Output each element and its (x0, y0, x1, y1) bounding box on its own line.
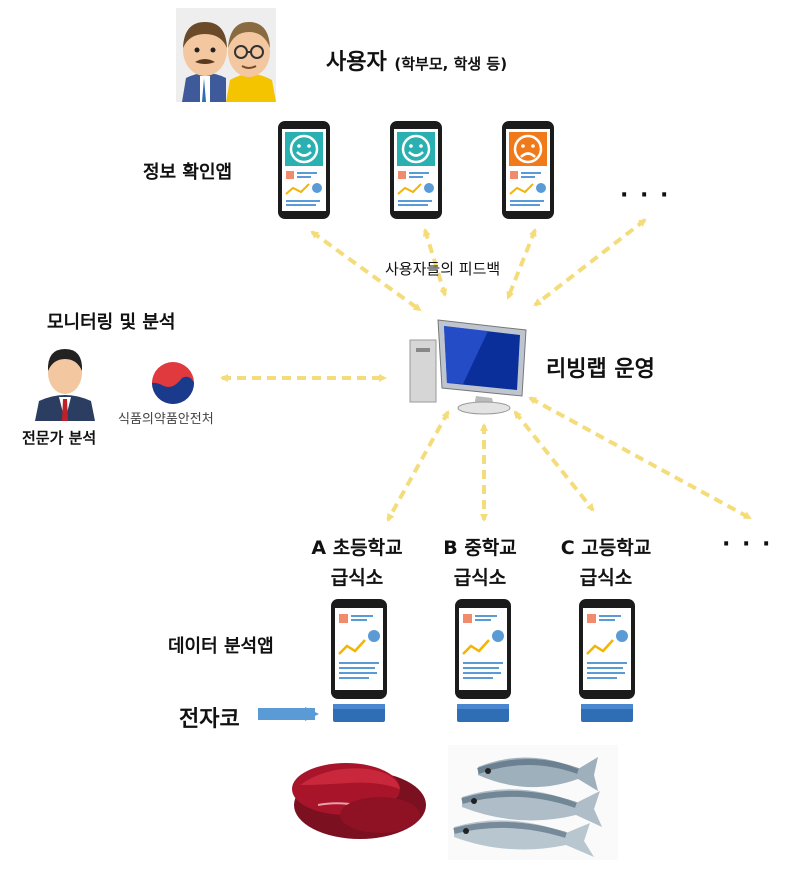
school-a-name: A 초등학교 (311, 537, 403, 559)
school-b-cafeteria: 급식소 (453, 567, 507, 589)
arrow-phone3 (506, 228, 537, 300)
analysis-phone-b (454, 598, 512, 732)
living-lab-label: 리빙랩 운영 (546, 357, 655, 382)
phone-good-2 (389, 120, 443, 224)
analysis-phone-c (578, 598, 636, 732)
agency-label: 식품의약품안전처 (118, 412, 214, 427)
arrow-school-a (386, 410, 450, 522)
data-app-label: 데이터 분석앱 (168, 636, 274, 657)
arrow-school-more (528, 396, 752, 520)
scale-label: 전자코 (179, 707, 240, 732)
phone-good-1 (277, 120, 331, 224)
agency-logo (150, 360, 196, 410)
arrow-phone1 (310, 230, 422, 312)
fish-image (448, 745, 618, 864)
expert-icon (33, 345, 97, 425)
ellipsis-schools: · · · (722, 532, 773, 557)
users-subtitle: (학부모, 학생 등) (394, 55, 508, 73)
school-a-label: A 초등학교 급식소 (287, 533, 427, 593)
school-c-name: C 고등학교 (560, 537, 652, 559)
phone-bad (501, 120, 555, 224)
school-a-cafeteria: 급식소 (330, 567, 384, 589)
arrow-phone2 (422, 228, 448, 297)
school-b-label: B 중학교 급식소 (410, 533, 550, 593)
users-title: 사용자 (학부모, 학생 등) (326, 44, 507, 76)
expert-label: 전문가 분석 (22, 429, 97, 447)
school-c-cafeteria: 급식소 (579, 567, 633, 589)
users-title-text: 사용자 (326, 50, 387, 75)
feedback-label: 사용자들의 피드백 (385, 260, 501, 278)
monitoring-label: 모니터링 및 분석 (47, 312, 176, 333)
school-c-label: C 고등학교 급식소 (536, 533, 676, 593)
users-illustration (176, 8, 276, 102)
meat-image (288, 755, 428, 849)
info-app-label: 정보 확인앱 (143, 162, 233, 183)
arrow-more (533, 218, 647, 307)
arrow-school-c (513, 410, 595, 512)
school-b-name: B 중학교 (443, 537, 517, 559)
analysis-phone-a (330, 598, 388, 732)
ellipsis-top: · · · (620, 183, 671, 208)
computer-icon (408, 316, 530, 420)
